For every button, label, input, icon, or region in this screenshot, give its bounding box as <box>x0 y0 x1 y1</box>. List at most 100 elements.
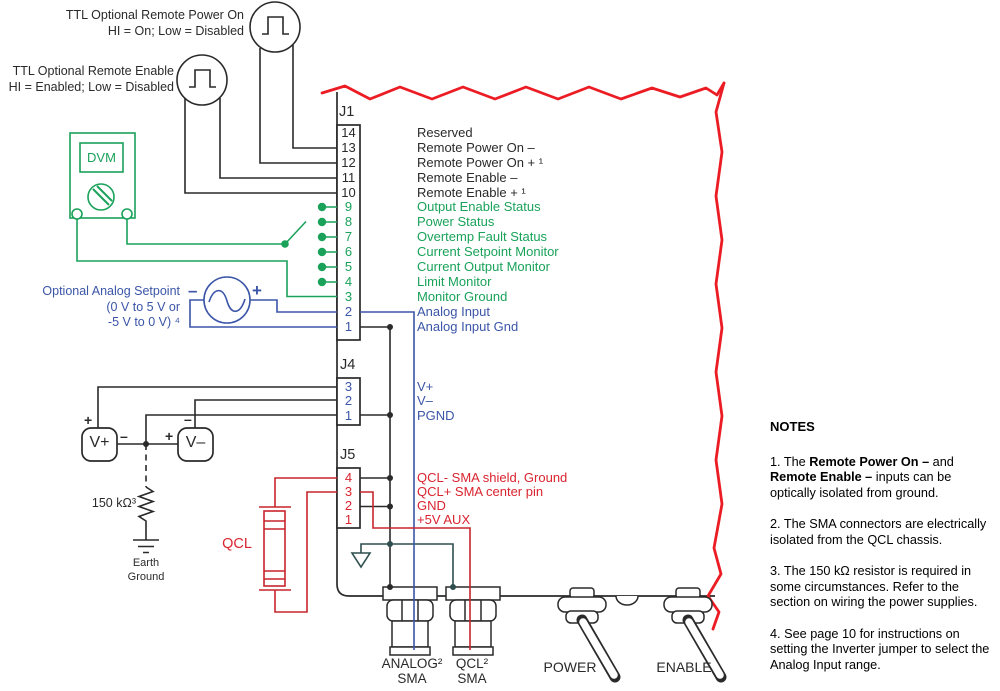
earth-ground-line2: Ground <box>127 571 165 583</box>
j1-pin-label: Power Status <box>417 214 495 229</box>
enable-switch-label: ENABLE <box>656 659 712 675</box>
earth-ground-label: Earth Ground <box>106 556 186 584</box>
j4-pin-number: 1 <box>344 408 353 423</box>
vplus-supply-box <box>81 427 118 462</box>
j1-pin-label: Remote Power On + ¹ <box>417 155 544 170</box>
j1-pin-label: Current Setpoint Monitor <box>417 244 559 259</box>
qcl-sma-line2: SMA <box>457 671 487 686</box>
note-3: 3. The 150 kΩ resistor is required in so… <box>770 564 978 609</box>
j1-pin-label: Reserved <box>417 125 473 140</box>
note-1: 1. The Remote Power On – and Remote Enab… <box>770 454 954 500</box>
j1-pin-number: 11 <box>341 170 356 185</box>
dvm-meter <box>69 132 337 298</box>
pulse-waveform-icon <box>262 16 289 35</box>
qcl-sma-label: QCL² SMA <box>428 656 516 686</box>
j5-pin-label: QCL+ SMA center pin <box>417 484 544 499</box>
analog-setpoint-line3: -5 V to 0 V) ⁴ <box>107 315 180 329</box>
j5-pin-number: 3 <box>344 484 353 499</box>
resistor-symbol <box>136 486 156 540</box>
note-4: 4. See page 10 for instructions on setti… <box>770 626 990 672</box>
j5-label: J5 <box>340 447 356 463</box>
pulse-source-circle <box>249 1 301 53</box>
qcl-device-label: QCL <box>222 536 252 552</box>
analog-setpoint-label: Optional Analog Setpoint (0 V to 5 V or … <box>28 284 180 331</box>
j5-pin-label: QCL- SMA shield, Ground <box>417 470 568 485</box>
j1-pin-label: Analog Input <box>417 304 491 319</box>
ttl-power-on-label: TTL Optional Remote Power On HI = On; Lo… <box>34 7 244 39</box>
source-minus-sign: – <box>188 281 198 300</box>
j4-label: J4 <box>340 357 356 373</box>
j1-pin-number: 12 <box>341 155 356 170</box>
dvm-dial <box>87 183 115 211</box>
j4-pin-label: V+ <box>417 379 434 394</box>
ttl-enable-label: TTL Optional Remote Enable HI = Enabled;… <box>0 63 174 95</box>
tear-top <box>320 81 726 101</box>
j4-pin-label: PGND <box>417 408 455 423</box>
supply-wiring <box>97 386 337 554</box>
j1-pin-number: 2 <box>344 304 353 319</box>
qcl-wiring <box>259 477 471 650</box>
j1-pin-number: 4 <box>344 274 353 289</box>
qcl-device-symbol <box>259 506 291 591</box>
dvm-terminal <box>121 208 133 220</box>
vminus-supply-box <box>177 427 214 462</box>
j1-pin-label: Limit Monitor <box>417 274 492 289</box>
ttl-enable-line2: HI = Enabled; Low = Disabled <box>8 80 174 94</box>
j4-pin-label: V– <box>417 393 433 408</box>
pulse-waveform-icon <box>189 69 216 88</box>
j5-pin-number: 4 <box>344 470 353 485</box>
j1-pin-label: Overtemp Fault Status <box>417 229 548 244</box>
tear-right <box>706 81 726 631</box>
dvm-display <box>79 142 124 173</box>
j5-pin-number: 2 <box>344 498 353 513</box>
connector-boxes <box>336 124 361 529</box>
chassis-tear-edge <box>320 81 726 631</box>
switch-pivot-dot <box>281 240 289 248</box>
analog-sma-line1: ANALOG² <box>381 656 443 671</box>
vplus-plus-sign: + <box>84 412 93 428</box>
j1-pin-number: 1 <box>344 319 353 334</box>
earth-ground-line1: Earth <box>132 557 160 569</box>
j1-connector-box <box>336 124 361 341</box>
j1-pin-label: Remote Power On – <box>417 140 535 155</box>
j1-label: J1 <box>339 104 355 120</box>
notes-title: NOTES <box>770 419 815 434</box>
vminus-minus-sign: – <box>184 411 192 427</box>
vminus-plus-sign: + <box>165 428 174 444</box>
supply-boxes <box>81 427 214 462</box>
enable-switch <box>663 587 727 683</box>
analog-wiring <box>189 276 415 650</box>
resistor-label: 150 kΩ³ <box>91 496 136 510</box>
j1-pin-number: 13 <box>341 140 356 155</box>
analog-sma-connector <box>382 586 438 656</box>
j1-pin-number: 9 <box>344 199 353 214</box>
j4-pin-number: 3 <box>344 379 353 394</box>
note-2: 2. The SMA connectors are electrically i… <box>770 517 987 547</box>
junction-dots <box>143 324 456 590</box>
ttl-power-on-line1: TTL Optional Remote Power On <box>65 8 244 22</box>
earth-ground-icon <box>133 539 159 554</box>
analog-sma-line2: SMA <box>397 671 427 686</box>
qcl-sma-connector <box>445 586 501 656</box>
j5-pin-number: 1 <box>344 512 353 527</box>
panel-bump <box>615 595 639 606</box>
dvm-terminal <box>71 208 83 220</box>
selector-switch-blade <box>284 220 307 245</box>
monitor-test-points <box>281 202 337 287</box>
j1-pin-number: 8 <box>344 214 353 229</box>
vplus-supply-label: V+ <box>89 434 110 451</box>
j4-pin-number: 2 <box>344 393 353 408</box>
j1-pin-label: Output Enable Status <box>417 199 541 214</box>
analog-setpoint-line1: Optional Analog Setpoint <box>42 284 180 298</box>
ttl-power-on-line2: HI = On; Low = Disabled <box>107 24 244 38</box>
j1-pin-number: 5 <box>344 259 353 274</box>
j1-pin-number: 7 <box>344 229 353 244</box>
sine-wave-icon <box>208 289 246 313</box>
notes-panel: NOTES 1. The Remote Power On – and Remot… <box>770 419 998 689</box>
j1-pin-label: Analog Input Gnd <box>417 319 519 334</box>
dvm-body <box>69 132 136 219</box>
internal-ground-net <box>360 326 391 587</box>
power-switch <box>557 587 621 683</box>
analog-sma-label: ANALOG² SMA <box>368 656 456 686</box>
